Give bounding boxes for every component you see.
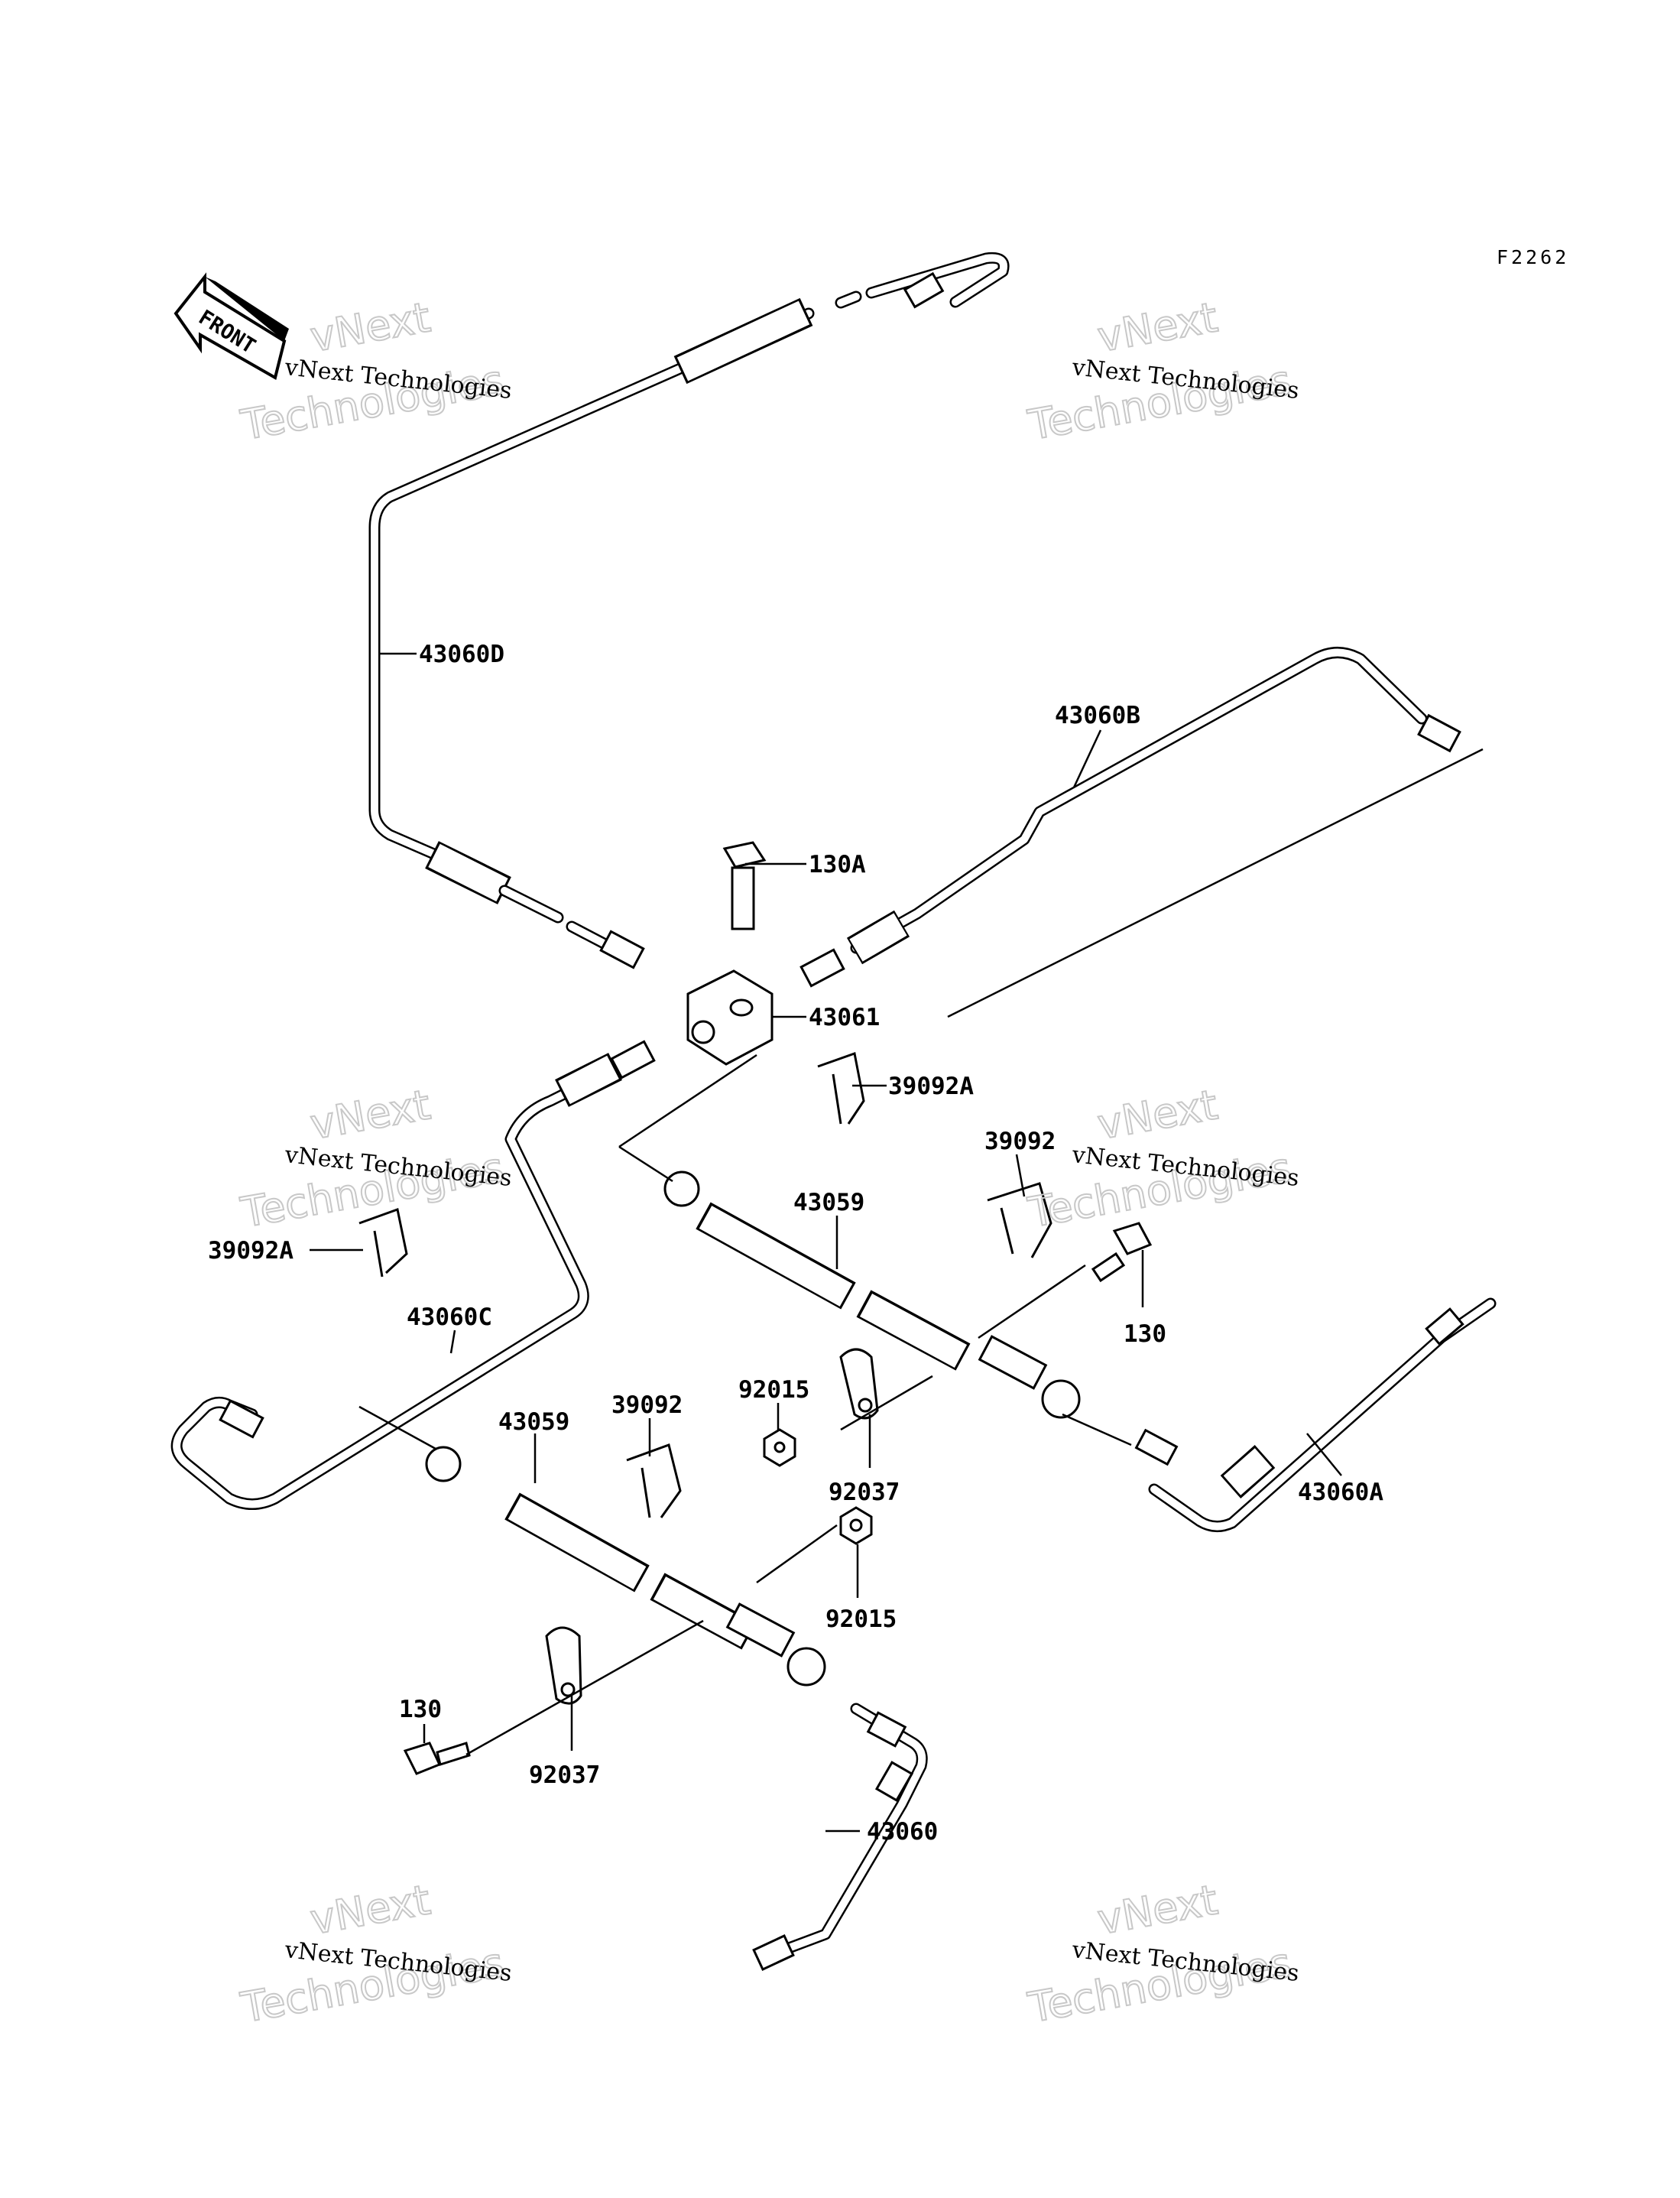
label-92015-top: 92015 [738, 1376, 809, 1404]
hose-43059-upper [663, 1170, 1081, 1419]
watermark-outline-brand: vNext [1094, 1875, 1221, 1943]
label-43060: 43060 [867, 1818, 938, 1846]
label-43059-bottom: 43059 [498, 1408, 569, 1436]
label-92015-bottom: 92015 [825, 1605, 897, 1633]
clip-39092A-left [358, 1208, 408, 1278]
label-43061: 43061 [809, 1004, 880, 1031]
clamp-92037-bottom [545, 1626, 582, 1705]
watermark-bottom-left: vNext Technologies vNext Technologies [236, 1875, 513, 2033]
watermark-outline-brand: vNext [306, 1080, 433, 1148]
pipe-43060A [1134, 1297, 1497, 1532]
label-43059-top: 43059 [793, 1189, 864, 1216]
watermark-mid-left: vNext Technologies vNext Technologies [236, 1080, 513, 1238]
label-39092A-top: 39092A [888, 1073, 974, 1100]
watermark-bottom-right: vNext Technologies vNext Technologies [1023, 1875, 1300, 2033]
watermark-outline-brand: vNext [306, 293, 433, 361]
leader-lines [310, 652, 1484, 1833]
clip-39092-top [987, 1182, 1052, 1258]
watermark-top-left: vNext Technologies vNext Technologies [236, 292, 513, 450]
nut-92015-top [763, 1428, 796, 1467]
label-92037-top: 92037 [829, 1479, 900, 1506]
bolt-130-left [403, 1742, 471, 1775]
label-39092A-left: 39092A [208, 1237, 294, 1265]
clamp-92037-top [839, 1348, 879, 1420]
bolt-130-right [1091, 1222, 1153, 1283]
label-43060A: 43060A [1298, 1479, 1383, 1506]
watermark-top-right: vNext Technologies vNext Technologies [1023, 292, 1300, 450]
label-39092-top: 39092 [984, 1128, 1056, 1155]
bolt-130A [722, 841, 767, 930]
watermark-mid-right: vNext Technologies vNext Technologies [1023, 1080, 1300, 1238]
label-92037-bottom: 92037 [529, 1761, 600, 1789]
front-arrow-icon: FRONT [174, 272, 289, 381]
pipe-43060D [368, 252, 1010, 969]
label-43060D: 43060D [419, 641, 504, 668]
figure-code: F2262 [1497, 246, 1569, 268]
watermark-outline-brand: vNext [306, 1875, 433, 1943]
hose-43059-lower [425, 1446, 826, 1687]
label-43060B: 43060B [1055, 702, 1140, 729]
label-130-left: 130 [399, 1696, 442, 1723]
label-130-right: 130 [1124, 1320, 1166, 1348]
joint-43061 [686, 969, 774, 1066]
watermark-outline-brand: vNext [1094, 293, 1221, 361]
pipe-43060C [170, 1040, 656, 1510]
pipe-43060 [752, 1703, 928, 1971]
nut-92015-bottom [839, 1506, 873, 1545]
label-130A: 130A [809, 851, 866, 878]
label-39092-mid: 39092 [611, 1391, 683, 1419]
clip-39092-mid [626, 1443, 682, 1518]
pipe-43060B [799, 647, 1461, 988]
label-43060C: 43060C [407, 1304, 492, 1331]
watermark-outline-brand: vNext [1094, 1080, 1221, 1148]
clip-39092A-top [817, 1052, 865, 1125]
